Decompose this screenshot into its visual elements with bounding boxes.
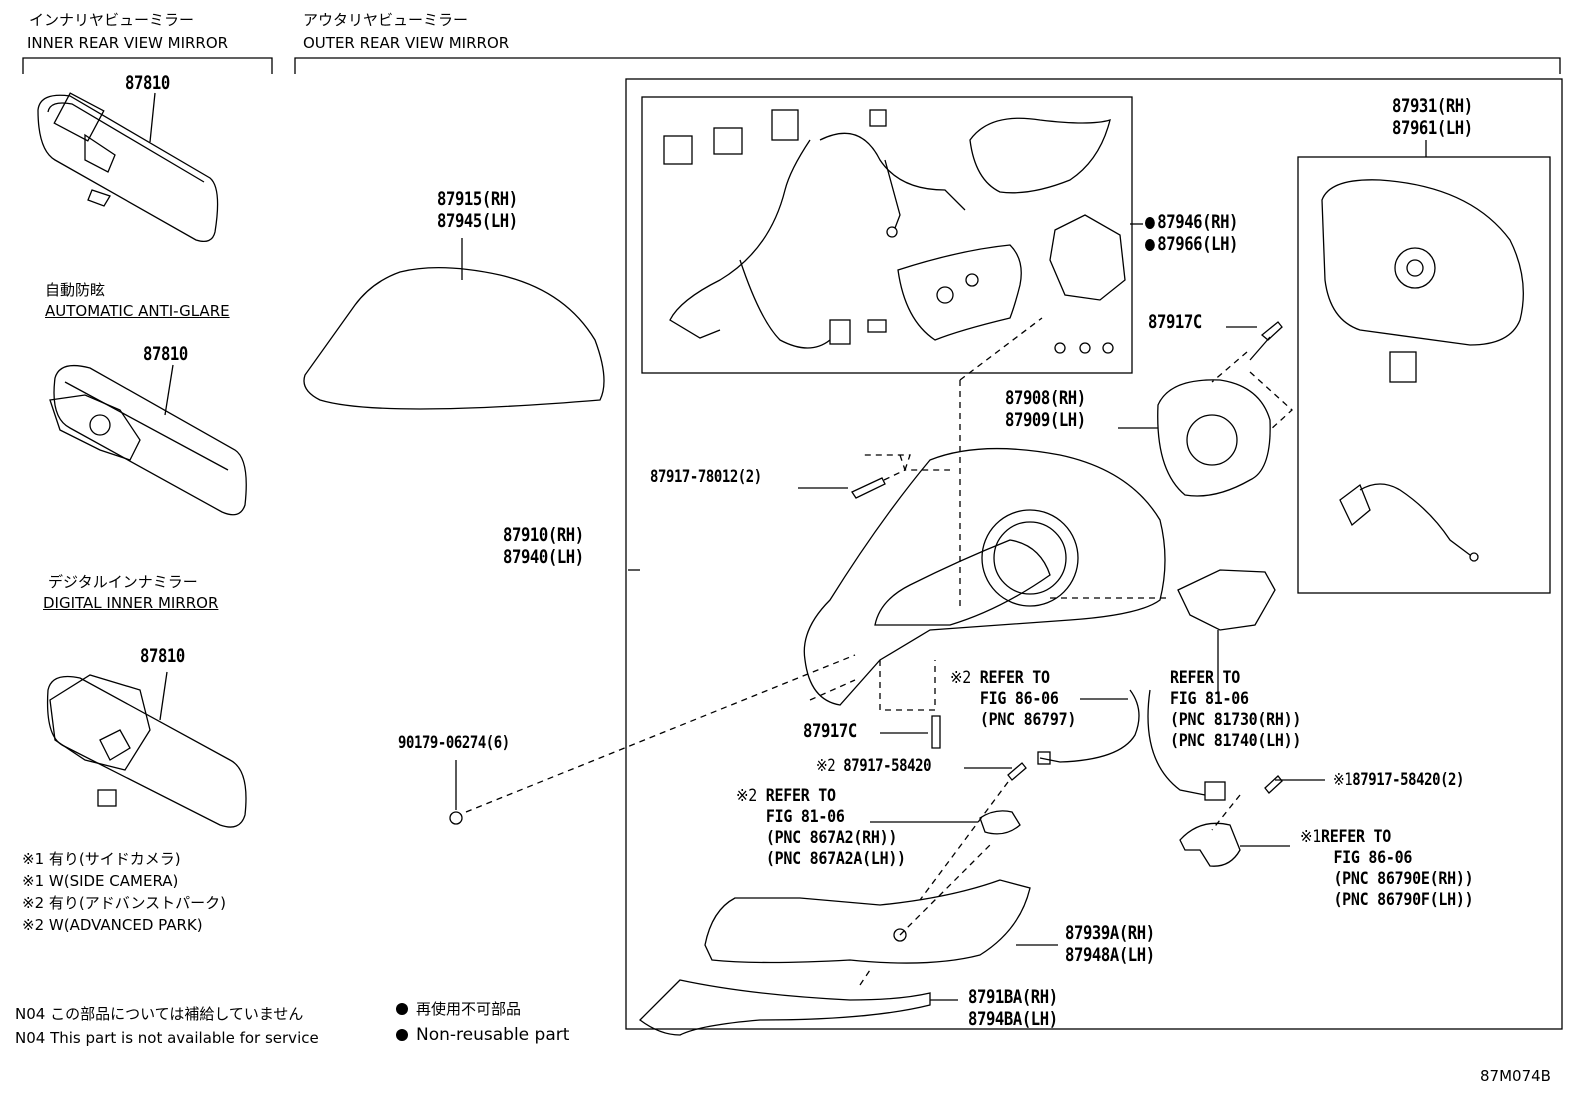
inner-mirror-title-jp: インナリヤビューミラー (29, 11, 195, 29)
non-reusable-legend-jp: 再使用不可部品 (396, 1002, 521, 1017)
part-87917-58420-b-text: 87917-58420(2) (1352, 770, 1465, 790)
non-reusable-dot (1145, 217, 1155, 229)
refer-line-1: ※2 REFER TO (736, 786, 906, 807)
part-87966: 87966(LH) (1145, 235, 1238, 254)
part-87946: 87946(RH) (1145, 213, 1238, 232)
lower-cover-drawing (704, 844, 1058, 964)
outer-mirror-bracket (294, 57, 1561, 74)
part-90179: 90179-06274(6) (398, 733, 510, 753)
refer-line-4: (PNC 86790F(LH)) (1333, 890, 1474, 910)
clip-90179-drawing (449, 654, 856, 825)
note-line: ※1 W(SIDE CAMERA) (22, 872, 179, 890)
refer-line-3: (PNC 86797) (979, 710, 1077, 730)
garnish-drawing (639, 969, 958, 1036)
legend-text: Non-reusable part (416, 1025, 570, 1045)
part-8791BA: 8791BA(RH) (968, 986, 1058, 1008)
mark-1: ※1 (1333, 770, 1353, 790)
refer-block-86790E: ※1REFER TO FIG 86-06 (PNC 86790E(RH)) (P… (1300, 827, 1474, 911)
mirror-cover-drawing (303, 238, 605, 410)
mirror-glass-box (1297, 156, 1551, 594)
part-number-inner-2: 87810 (143, 343, 188, 365)
refer-line-1: REFER TO (1170, 668, 1240, 688)
note-line: ※2 W(ADVANCED PARK) (22, 916, 203, 934)
screw-87917-78012-drawing (798, 469, 906, 499)
inner-variant-3-en: DIGITAL INNER MIRROR (43, 594, 219, 612)
inner-variant-3-jp: デジタルインナミラー (48, 573, 198, 591)
part-87915: 87915(RH) (437, 188, 518, 210)
refer-line-4: (PNC 867A2A(LH)) (765, 849, 906, 869)
legend-text: 再使用不可部品 (416, 1000, 522, 1018)
non-reusable-dot (396, 1029, 408, 1041)
mirror-glass-drawing (1321, 140, 1524, 562)
refer-text: REFER TO (979, 668, 1050, 688)
part-8794BA: 8794BA(LH) (968, 1008, 1058, 1030)
harness-subassembly-box (641, 96, 1133, 374)
non-reusable-dot (396, 1003, 408, 1015)
inner-mirror-drawing-1 (37, 92, 219, 243)
inner-mirror-bracket (22, 57, 273, 74)
part-87931: 87931(RH) (1392, 95, 1473, 117)
harness-drawing (663, 109, 1143, 354)
part-87946-text: 87946(RH) (1157, 211, 1239, 233)
part-87917-78012: 87917-78012(2) (650, 467, 762, 487)
mark-2: ※2 (950, 668, 972, 688)
refer-line-1: ※1REFER TO (1300, 827, 1473, 848)
part-87908: 87908(RH) (1005, 387, 1086, 409)
refer-text: REFER TO (765, 786, 836, 806)
refer-text: REFER TO (1321, 827, 1391, 847)
refer-line-3: (PNC 81730(RH)) (1170, 710, 1302, 730)
part-87917-58420-b: ※187917-58420(2) (1333, 772, 1464, 789)
part-87910: 87910(RH) (503, 524, 584, 546)
inner-variant-2-en: AUTOMATIC ANTI-GLARE (45, 302, 230, 320)
part-87909: 87909(LH) (1005, 409, 1086, 431)
inner-mirror-drawing-2 (49, 364, 247, 516)
part-87961: 87961(LH) (1392, 117, 1473, 139)
lower-components-drawing (870, 569, 1325, 901)
part-87966-text: 87966(LH) (1157, 233, 1239, 255)
refer-line-2: FIG 86-06 (1333, 848, 1413, 868)
screw-87917C-lower-drawing (880, 715, 941, 749)
part-87940: 87940(LH) (503, 546, 584, 568)
inner-mirror-title-en: INNER REAR VIEW MIRROR (27, 34, 229, 52)
refer-line-2: FIG 86-06 (979, 689, 1059, 709)
diagram-code: 87M074B (1480, 1067, 1551, 1085)
non-reusable-dot (1145, 239, 1155, 251)
note-line: ※1 有り(サイドカメラ) (22, 850, 181, 868)
refer-block-86797: ※2 REFER TO FIG 86-06 (PNC 86797) (950, 668, 1076, 731)
refer-line-3: (PNC 86790E(RH)) (1333, 869, 1474, 889)
refer-line-1: ※2 REFER TO (950, 668, 1076, 689)
inner-mirror-drawing-3 (46, 671, 247, 828)
part-87917C-upper: 87917C (1148, 311, 1202, 333)
note-line: ※2 有り(アドバンストパーク) (22, 894, 227, 912)
n04-note-jp: N04 この部品については補給していません (15, 1005, 304, 1023)
part-87917-58420-a-text: 87917-58420 (843, 756, 932, 776)
outer-assembly-frame (625, 78, 1563, 1030)
actuator-drawing (1118, 321, 1293, 497)
part-number-inner-1: 87810 (125, 72, 170, 94)
refer-block-867A2: ※2 REFER TO FIG 81-06 (PNC 867A2(RH)) (P… (736, 786, 906, 870)
refer-block-81730: REFER TO FIG 81-06 (PNC 81730(RH)) (PNC … (1170, 668, 1301, 752)
mark-2: ※2 (816, 756, 836, 776)
mark-2: ※2 (736, 786, 758, 806)
refer-line-2: FIG 81-06 (1170, 689, 1249, 709)
part-87917C-lower: 87917C (803, 720, 857, 742)
inner-variant-2-jp: 自動防眩 (45, 281, 106, 299)
refer-line-4: (PNC 81740(LH)) (1170, 731, 1302, 751)
part-87948A: 87948A(LH) (1065, 944, 1155, 966)
part-87939A: 87939A(RH) (1065, 922, 1155, 944)
part-number-inner-3: 87810 (140, 645, 185, 667)
notes-block: ※1 有り(サイドカメラ) ※1 W(SIDE CAMERA) ※2 有り(アド… (22, 848, 226, 936)
mark-1: ※1 (1300, 827, 1322, 847)
mirror-housing-drawing (628, 317, 1170, 711)
n04-note-en: N04 This part is not available for servi… (15, 1029, 319, 1047)
part-87917-58420-a: ※2 87917-58420 (816, 758, 931, 775)
outer-mirror-title-en: OUTER REAR VIEW MIRROR (303, 34, 510, 52)
refer-line-3: (PNC 867A2(RH)) (765, 828, 898, 848)
non-reusable-legend-en: Non-reusable part (396, 1027, 569, 1044)
part-87945: 87945(LH) (437, 210, 518, 232)
outer-mirror-title-jp: アウタリヤビューミラー (303, 11, 469, 29)
refer-line-2: FIG 81-06 (765, 807, 845, 827)
